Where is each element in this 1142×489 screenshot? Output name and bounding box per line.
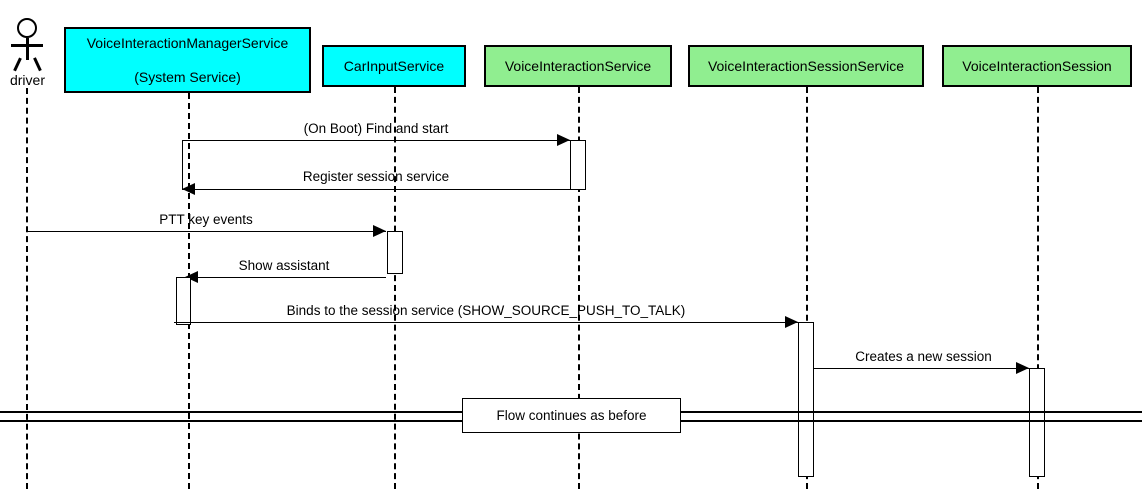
actor-leg-left-icon (13, 57, 22, 72)
lifeline-carinputservice (394, 87, 396, 489)
participant-voiceinteractionsession-label: VoiceInteractionSession (962, 57, 1112, 74)
participant-vims-line1: VoiceInteractionManagerService (86, 34, 289, 51)
participant-voiceinteractionsessionservice-label: VoiceInteractionSessionService (707, 57, 905, 74)
lifeline-voiceinteractionsessionservice (806, 87, 808, 489)
message-line-register-session-service (182, 189, 570, 190)
message-label-register-session-service: Register session service (302, 169, 450, 184)
activation-carinputservice (387, 231, 403, 274)
participant-voiceinteractionservice-label: VoiceInteractionService (504, 57, 652, 74)
message-origin-stub-vims-1 (182, 140, 183, 189)
participant-vims-label: VoiceInteractionManagerService (System S… (75, 35, 301, 86)
participant-carinputservice-label: CarInputService (343, 57, 445, 74)
message-line-on-boot-find-and-start (182, 140, 570, 141)
participant-voiceinteractionsession[interactable]: VoiceInteractionSession (942, 45, 1132, 87)
participant-vims-line2: (System Service) (134, 68, 241, 85)
actor-label: driver (9, 72, 45, 88)
message-label-ptt-key-events: PTT key events (159, 212, 253, 227)
activation-voiceinteractionsessionservice (798, 322, 814, 477)
message-line-show-assistant (182, 277, 386, 278)
actor-arms-icon (11, 44, 43, 47)
message-line-binds-to-session-service (174, 322, 798, 323)
message-arrowhead-binds-to-session-service (785, 316, 798, 328)
message-arrowhead-register-session-service (182, 183, 195, 195)
message-line-creates-a-new-session (814, 368, 1029, 369)
message-label-show-assistant: Show assistant (238, 258, 330, 273)
participant-vims[interactable]: VoiceInteractionManagerService (System S… (64, 27, 311, 93)
message-arrowhead-ptt-key-events (373, 225, 386, 237)
actor-body-icon (26, 38, 29, 60)
activation-vims (176, 277, 191, 325)
divider-note-flow-continues: Flow continues as before (462, 398, 681, 433)
message-arrowhead-on-boot-find-and-start (557, 134, 570, 146)
message-line-ptt-key-events (26, 231, 386, 232)
actor-head-icon (17, 18, 37, 38)
activation-voiceinteractionsession (1029, 368, 1045, 477)
message-label-binds-to-session-service: Binds to the session service (SHOW_SOURC… (286, 303, 686, 318)
message-arrowhead-creates-a-new-session (1016, 362, 1029, 374)
message-label-on-boot-find-and-start: (On Boot) Find and start (303, 121, 449, 136)
participant-carinputservice[interactable]: CarInputService (322, 45, 466, 87)
actor-leg-right-icon (33, 57, 42, 72)
participant-voiceinteractionsessionservice[interactable]: VoiceInteractionSessionService (688, 45, 924, 87)
participant-voiceinteractionservice[interactable]: VoiceInteractionService (484, 45, 672, 87)
lifeline-voiceinteractionservice (578, 87, 580, 489)
lifeline-driver (26, 88, 28, 489)
activation-voiceinteractionservice (570, 140, 586, 190)
message-label-creates-a-new-session: Creates a new session (855, 349, 992, 364)
lifeline-voiceinteractionsession (1037, 87, 1039, 489)
